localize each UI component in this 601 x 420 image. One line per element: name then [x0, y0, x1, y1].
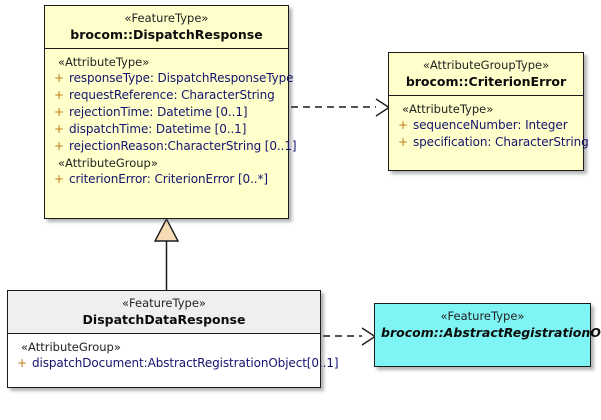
visibility-marker: +: [53, 71, 65, 85]
attribute-label: criterionError: CriterionError [0..*]: [69, 172, 269, 186]
class-name: brocom::DispatchResponse: [70, 27, 263, 42]
attribute-label: responseType: DispatchResponseType: [69, 71, 294, 85]
class-name: brocom::AbstractRegistrationObject: [381, 325, 601, 340]
attribute-group-label: «AttributeGroup»: [21, 340, 121, 354]
attribute-row[interactable]: + rejectionTime: Datetime [0..1]: [49, 104, 284, 121]
class-header-criterion-error: «AttributeGroupType» brocom::CriterionEr…: [389, 53, 583, 96]
visibility-marker: +: [397, 118, 409, 132]
class-name: brocom::CriterionError: [405, 74, 567, 89]
attribute-label: dispatchDocument:AbstractRegistrationObj…: [32, 356, 339, 370]
visibility-marker: +: [53, 88, 65, 102]
class-body-dispatch-data-response: «AttributeGroup» + dispatchDocument:Abst…: [8, 334, 339, 377]
class-name: DispatchDataResponse: [82, 312, 246, 327]
attribute-row[interactable]: + rejectionReason:CharacterString [0..1]: [49, 138, 297, 155]
class-stereotype: «FeatureType»: [122, 296, 206, 310]
visibility-marker: +: [53, 172, 65, 186]
dependency-dispatchresponse-to-criterionerror: [291, 98, 391, 117]
class-header-dispatch-data-response: «FeatureType» DispatchDataResponse: [8, 291, 320, 334]
attribute-group-label: «AttributeType»: [58, 55, 150, 69]
attribute-row[interactable]: + specification: CharacterString: [393, 134, 589, 151]
attribute-row[interactable]: + responseType: DispatchResponseType: [49, 70, 294, 87]
attribute-label: requestReference: CharacterString: [69, 88, 275, 102]
attribute-row[interactable]: + sequenceNumber: Integer: [393, 117, 579, 134]
class-stereotype: «FeatureType»: [440, 309, 525, 323]
visibility-marker: +: [53, 122, 65, 136]
visibility-marker: +: [16, 356, 28, 370]
class-box-criterion-error[interactable]: «AttributeGroupType» brocom::CriterionEr…: [388, 52, 589, 171]
class-body-criterion-error: «AttributeType» + sequenceNumber: Intege…: [389, 96, 589, 156]
attribute-row[interactable]: + requestReference: CharacterString: [49, 87, 284, 104]
attribute-label: rejectionReason:CharacterString [0..1]: [69, 139, 297, 153]
attribute-label: dispatchTime: Datetime [0..1]: [69, 122, 247, 136]
class-stereotype: «FeatureType»: [124, 11, 209, 25]
dependency-dispatchdataresponse-to-abstractregistrationobject: [323, 327, 377, 346]
visibility-marker: +: [53, 139, 65, 153]
attribute-group-label: «AttributeGroup»: [58, 156, 158, 170]
attribute-label: specification: CharacterString: [413, 135, 589, 149]
class-box-dispatch-data-response[interactable]: «FeatureType» DispatchDataResponse «Attr…: [7, 290, 339, 388]
class-header-dispatch-response: «FeatureType» brocom::DispatchResponse: [45, 6, 288, 49]
class-box-abstract-registration-object[interactable]: «FeatureType» brocom::AbstractRegistrati…: [374, 303, 601, 367]
attribute-group-label: «AttributeType»: [402, 102, 494, 116]
attribute-row[interactable]: + dispatchTime: Datetime [0..1]: [49, 121, 284, 138]
hollow-triangle-arrowhead: [153, 217, 180, 242]
attribute-label: sequenceNumber: Integer: [413, 118, 568, 132]
attribute-row[interactable]: + criterionError: CriterionError [0..*]: [49, 171, 284, 188]
class-box-dispatch-response[interactable]: «FeatureType» brocom::DispatchResponse «…: [44, 5, 297, 219]
attribute-label: rejectionTime: Datetime [0..1]: [69, 105, 248, 119]
class-stereotype: «AttributeGroupType»: [422, 58, 550, 72]
generalization-dispatchdataresponse-to-dispatchresponse: [153, 217, 180, 290]
visibility-marker: +: [397, 135, 409, 149]
attribute-row[interactable]: + dispatchDocument:AbstractRegistrationO…: [12, 355, 339, 372]
visibility-marker: +: [53, 105, 65, 119]
class-body-dispatch-response: «AttributeType» + responseType: Dispatch…: [45, 49, 297, 193]
class-header-abstract-registration-object: «FeatureType» brocom::AbstractRegistrati…: [375, 304, 601, 346]
